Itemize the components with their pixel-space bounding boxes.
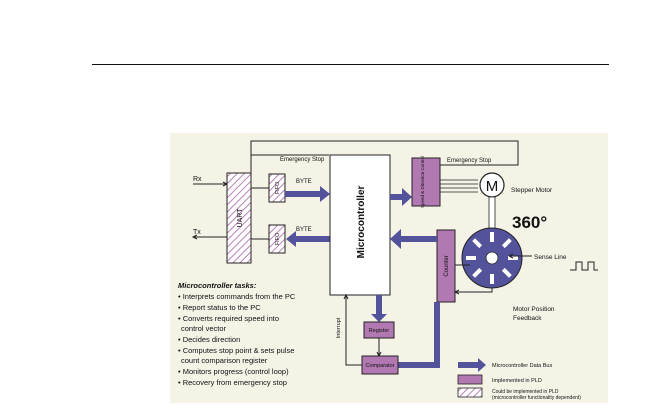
bus-arrow-to-driver — [390, 188, 412, 206]
degrees-label: 360° — [512, 213, 547, 232]
counter-block — [436, 229, 456, 303]
encoder-disc — [461, 227, 523, 289]
task-item: • Converts required speed into — [178, 314, 279, 323]
task-item: • Report status to the PC — [178, 303, 261, 312]
feedback-lines — [453, 264, 493, 295]
uart-label: UART — [237, 208, 244, 228]
legend-hatch-swatch — [457, 387, 483, 398]
task-item: control vector — [181, 324, 227, 333]
task-item: • Interprets commands from the PC — [178, 292, 296, 301]
legend-bus-label: Microcontroller Data Bus — [492, 363, 552, 369]
tasks-list: Microcontroller tasks: • Interprets comm… — [178, 281, 296, 387]
byte-label-top: BYTE — [296, 179, 312, 185]
driver-motor-lines — [440, 179, 478, 193]
task-item: • Monitors progress (control loop) — [178, 367, 289, 376]
horizontal-rule — [92, 64, 609, 65]
legend-hatch-label-2: (microcontroller functionality dependent… — [492, 395, 581, 401]
byte-label-bottom: BYTE — [296, 227, 312, 233]
tasks-heading: Microcontroller tasks: — [178, 281, 257, 290]
task-item: count comparison register — [181, 356, 268, 365]
sense-line — [508, 253, 598, 271]
legend-pld-swatch — [457, 374, 483, 385]
uart-fifo-connectors — [251, 187, 269, 240]
emergency-stop-label-right: Emergency Stop — [447, 158, 492, 164]
rx-label: Rx — [193, 176, 202, 183]
microcontroller-block — [329, 154, 391, 296]
speed-direction-label: Speed & Direction Control — [420, 156, 425, 208]
bus-arrow-counter-to-mcu — [390, 229, 437, 249]
speed-direction-control-block — [411, 157, 441, 207]
motor-shaft — [488, 196, 496, 230]
legend-hatch-label-1: Could be implemented in PLD — [492, 389, 559, 395]
motor-position-label: Motor Position — [513, 306, 555, 313]
microcontroller-label: Microcontroller — [356, 186, 367, 259]
bus-arrow-mcu-to-register — [371, 295, 387, 322]
feedback-label: Feedback — [513, 315, 542, 322]
legend: Microcontroller Data Bus Implemented in … — [457, 358, 581, 401]
comparator-label: Comparator — [365, 363, 394, 369]
stepper-motor-label: Stepper Motor — [511, 187, 553, 194]
uart-block — [226, 172, 252, 264]
legend-bus-swatch — [458, 358, 486, 372]
legend-pld-label: Implemented in PLD — [492, 378, 542, 384]
task-item: • Computes stop point & sets pulse — [178, 346, 294, 355]
sense-line-label: Sense Line — [534, 254, 567, 261]
fifo-label-bottom: FIFO — [275, 232, 281, 245]
interrupt-line — [343, 293, 362, 366]
fifo-label-top: FIFO — [275, 181, 281, 194]
tx-label: Tx — [193, 229, 201, 236]
register-label: Register — [369, 328, 390, 334]
motor-letter: M — [486, 178, 499, 195]
fifo-bus-arrows — [285, 186, 330, 247]
task-item: • Decides direction — [178, 335, 240, 344]
task-item: • Recovery from emergency stop — [178, 378, 287, 387]
counter-label: Counter — [444, 255, 450, 276]
emergency-stop-label-top: Emergency Stop — [280, 157, 325, 163]
interrupt-label: Interrupt — [336, 317, 342, 338]
